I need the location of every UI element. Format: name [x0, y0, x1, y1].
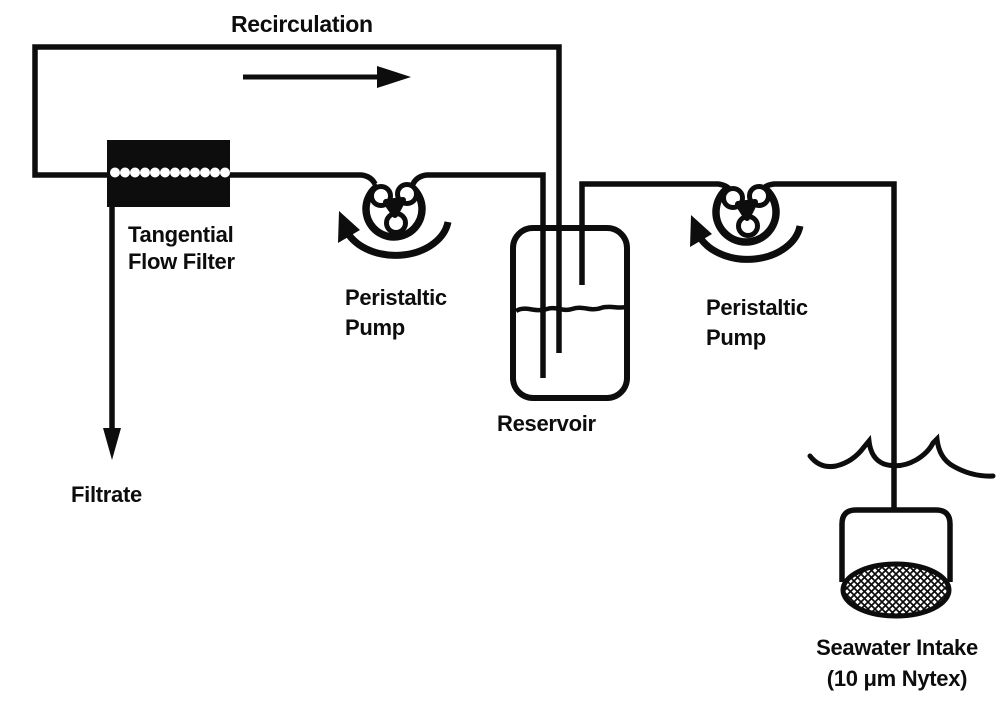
filtrate-label: Filtrate: [71, 482, 142, 507]
filter-membrane-dots: [110, 167, 230, 178]
tangential-flow-filter-label-line2: Flow Filter: [128, 249, 235, 274]
seawater-intake-bucket-shape: [839, 507, 953, 619]
peristaltic-pump-left-label: Peristaltic Pump: [345, 283, 447, 343]
pump-right-label-line1: Peristaltic: [706, 295, 808, 320]
peristaltic-pump-left-shape: [338, 182, 452, 259]
reservoir-label: Reservoir: [497, 411, 596, 436]
liquid-level-line: [514, 304, 626, 314]
recirculation-arrow-icon: [243, 66, 411, 88]
recirculation-loop-pipe: [32, 44, 562, 353]
pump-left-label-line1: Peristaltic: [345, 285, 447, 310]
peristaltic-pump-right-shape: [690, 184, 804, 263]
tangential-flow-filter-label-line1: Tangential: [128, 222, 234, 247]
tangential-flow-filter-shape: [107, 140, 230, 207]
filtrate-arrow-icon: [103, 207, 121, 460]
tangential-flow-filter-label: Tangential Flow Filter: [128, 221, 235, 275]
seawater-intake-label-line1: Seawater Intake: [816, 635, 978, 660]
pump-rotation-arrow-right-icon: [690, 215, 804, 263]
pump-right-label-line2: Pump: [706, 325, 766, 350]
pump-rotation-arrow-left-icon: [338, 211, 452, 259]
seawater-intake-label: Seawater Intake (10 μm Nytex): [788, 632, 1003, 694]
pipe-filter-to-pump-left: [230, 172, 378, 186]
reservoir-shape: [510, 225, 630, 401]
pump-left-label-line2: Pump: [345, 315, 405, 340]
pipe-pump-left-to-reservoir: [410, 172, 546, 378]
recirculation-label: Recirculation: [231, 11, 373, 37]
peristaltic-pump-right-label: Peristaltic Pump: [706, 293, 808, 353]
nytex-mesh-ellipse: [840, 561, 952, 619]
seawater-intake-label-line2: (10 μm Nytex): [826, 666, 968, 691]
sea-surface-waves: [807, 433, 996, 479]
